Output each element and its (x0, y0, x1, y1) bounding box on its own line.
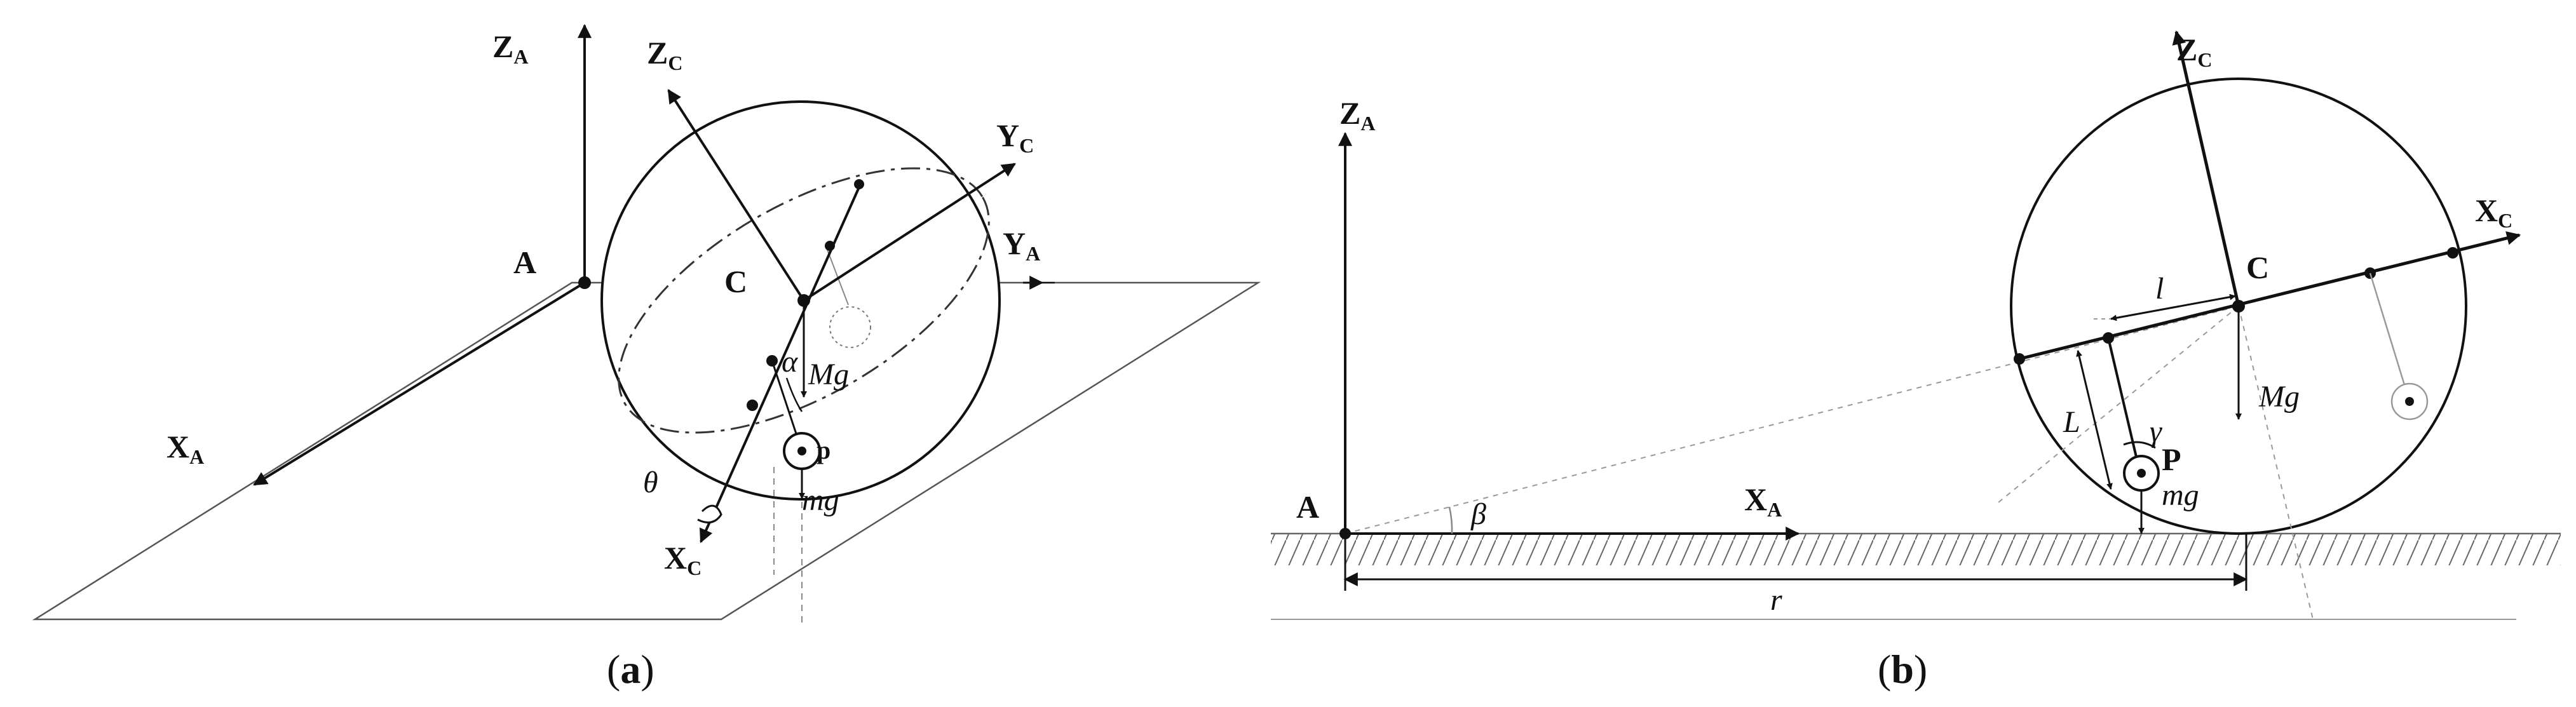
dim-l-arrow (2110, 293, 2236, 321)
label-xc-b: XC (2475, 192, 2512, 232)
label-small-l: l (2155, 272, 2164, 306)
point-mid (825, 241, 835, 251)
bob-p-center (797, 447, 806, 455)
pendulum-trace (829, 306, 871, 348)
label-theta: θ (643, 466, 658, 499)
label-xa: XA (166, 429, 204, 468)
label-point-a: A (513, 245, 536, 280)
label-ya: YA (1003, 226, 1040, 265)
disk-outline (2010, 77, 2467, 535)
label-p: p (817, 436, 830, 464)
label-p-b: P (2162, 441, 2181, 477)
axis-xa-a (253, 281, 586, 486)
right-pendulum-rod (2369, 273, 2411, 402)
label-small-mg: mg (802, 483, 839, 517)
label-point-a-b: A (1296, 489, 1319, 525)
label-point-c-b: C (2246, 250, 2269, 285)
dashed-c-to-p (1995, 306, 2239, 506)
point-right-edge (2447, 247, 2458, 259)
axis-xc-a (700, 182, 862, 544)
label-zc-b: ZC (2176, 32, 2212, 71)
dashed-a-to-c (1345, 306, 2239, 534)
label-beta: β (1470, 497, 1486, 531)
caption-a: (a) (607, 647, 654, 692)
label-za-b: ZA (1339, 95, 1375, 135)
dim-big-l-arrow (2076, 350, 2113, 490)
equator-ellipse (618, 167, 990, 434)
panel-b: ZA XA ZC XC A C P β γ l L r Mg mg (b) (1271, 30, 2561, 692)
label-zc: ZC (647, 35, 682, 74)
caption-b: (b) (1878, 647, 1927, 692)
label-xa-b: XA (1744, 481, 1782, 521)
label-big-mg: Mg (808, 358, 849, 391)
dashed-c-to-ground (2238, 306, 2314, 620)
beta-arc (1448, 506, 1453, 534)
label-small-mg-b: mg (2162, 478, 2199, 512)
label-za: ZA (492, 29, 528, 68)
ground-plane (32, 281, 1261, 621)
axis-zc-a (667, 89, 805, 302)
bob-p-b-center (2137, 469, 2146, 478)
alpha-arc (785, 377, 803, 412)
label-r: r (1770, 583, 1782, 617)
point-a (578, 276, 591, 289)
pendulum-rod-b (2107, 337, 2141, 474)
point-top (854, 179, 864, 189)
label-big-l: L (2063, 405, 2080, 439)
pendulum-trace-line (825, 246, 849, 306)
right-pendulum-center (2405, 397, 2414, 406)
axis-yc-a (803, 163, 1016, 302)
theta-rotation-arrow (697, 504, 722, 523)
label-gamma: γ (2150, 415, 2162, 448)
point-low (747, 400, 758, 411)
axis-zc-b (2172, 30, 2240, 307)
ground-hatch (1271, 534, 2561, 565)
point-left-edge (2014, 353, 2025, 365)
label-alpha: α (782, 345, 798, 379)
label-yc: YC (996, 118, 1034, 157)
label-point-c: C (724, 264, 747, 299)
axis-xc-b (2019, 231, 2521, 361)
panel-a: ZA XA YA ZC YC XC A C p α θ Mg mg (a) (32, 24, 1261, 692)
gamma-arc (2123, 441, 2156, 449)
label-xc: XC (664, 540, 702, 579)
label-big-mg-b: Mg (2258, 380, 2300, 414)
